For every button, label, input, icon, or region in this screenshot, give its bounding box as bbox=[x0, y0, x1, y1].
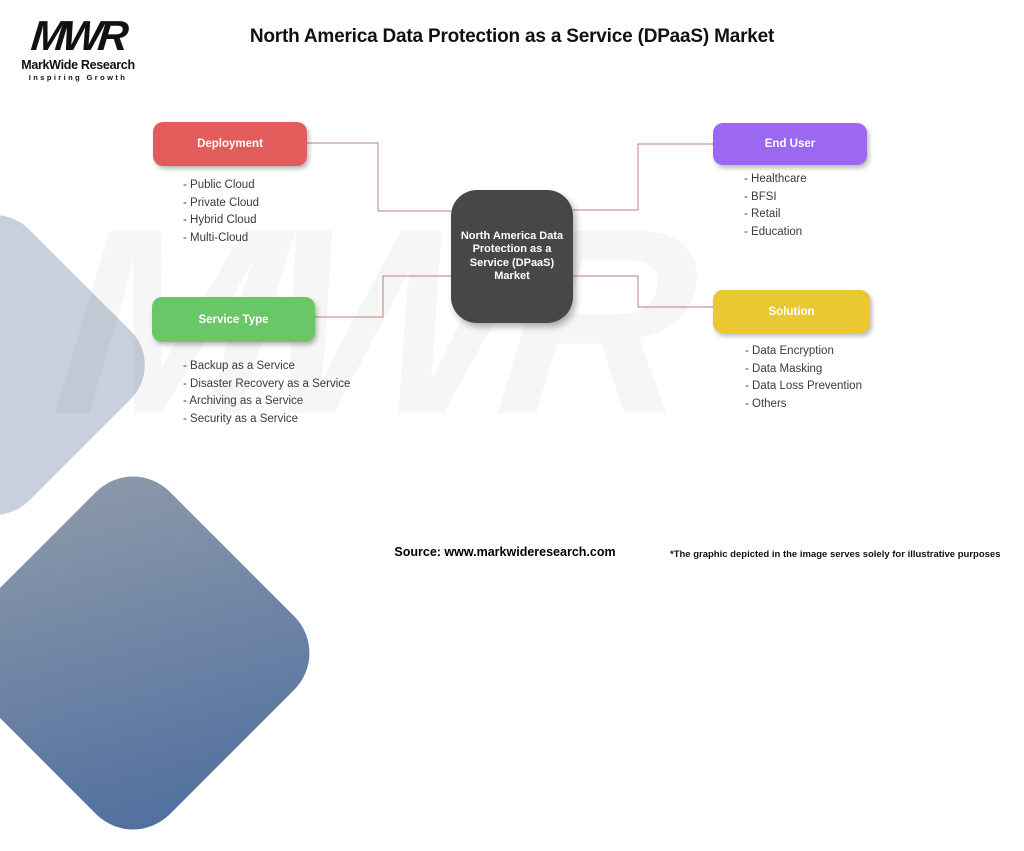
list-item: - Retail bbox=[744, 208, 781, 220]
list-item: - Backup as a Service bbox=[183, 360, 295, 372]
list-item: - Security as a Service bbox=[183, 412, 299, 425]
connector-service-type bbox=[315, 275, 451, 318]
list-item: - Disaster Recovery as a Service bbox=[183, 377, 351, 390]
connector-end-user bbox=[573, 143, 713, 211]
connector-solution bbox=[573, 275, 713, 308]
service-type-item-list: - Backup as a Service - Disaster Recover… bbox=[183, 358, 350, 428]
markwide-research-logo: MWR MarkWide Research Inspiring Growth bbox=[20, 12, 136, 82]
list-item: - Others bbox=[745, 397, 787, 410]
logo-company-name: MarkWide Research bbox=[21, 57, 135, 72]
service-type-box: Service Type bbox=[152, 297, 315, 342]
list-item: - Healthcare bbox=[744, 173, 807, 185]
list-item: - BFSI bbox=[744, 190, 777, 203]
list-item: - Private Cloud bbox=[183, 196, 260, 209]
list-item: - Multi-Cloud bbox=[183, 231, 249, 244]
list-item: - Public Cloud bbox=[183, 179, 255, 191]
disclaimer-text: *The graphic depicted in the image serve… bbox=[670, 549, 1001, 560]
end-user-item-list: - Healthcare - BFSI - Retail - Education bbox=[744, 171, 807, 241]
connector-lines bbox=[307, 142, 713, 318]
list-item: - Data Masking bbox=[745, 362, 823, 375]
solution-box: Solution bbox=[713, 290, 870, 333]
list-item: - Archiving as a Service bbox=[183, 395, 304, 407]
deployment-box: Deployment bbox=[153, 122, 307, 166]
list-item: - Data Loss Prevention bbox=[745, 380, 862, 392]
logo-tagline: Inspiring Growth bbox=[28, 72, 128, 82]
list-item: - Hybrid Cloud bbox=[183, 214, 257, 226]
solution-item-list: - Data Encryption - Data Masking - Data … bbox=[745, 343, 862, 413]
end-user-box: End User bbox=[713, 123, 867, 165]
deployment-item-list: - Public Cloud - Private Cloud - Hybrid … bbox=[183, 177, 259, 247]
page-title: North America Data Protection as a Servi… bbox=[249, 26, 775, 47]
list-item: - Data Encryption bbox=[745, 345, 834, 357]
connector-deployment bbox=[307, 142, 451, 212]
central-market-node: North America Data Protection as a Servi… bbox=[451, 190, 573, 323]
list-item: - Education bbox=[744, 225, 803, 238]
source-text: Source: www.markwideresearch.com bbox=[394, 545, 616, 559]
